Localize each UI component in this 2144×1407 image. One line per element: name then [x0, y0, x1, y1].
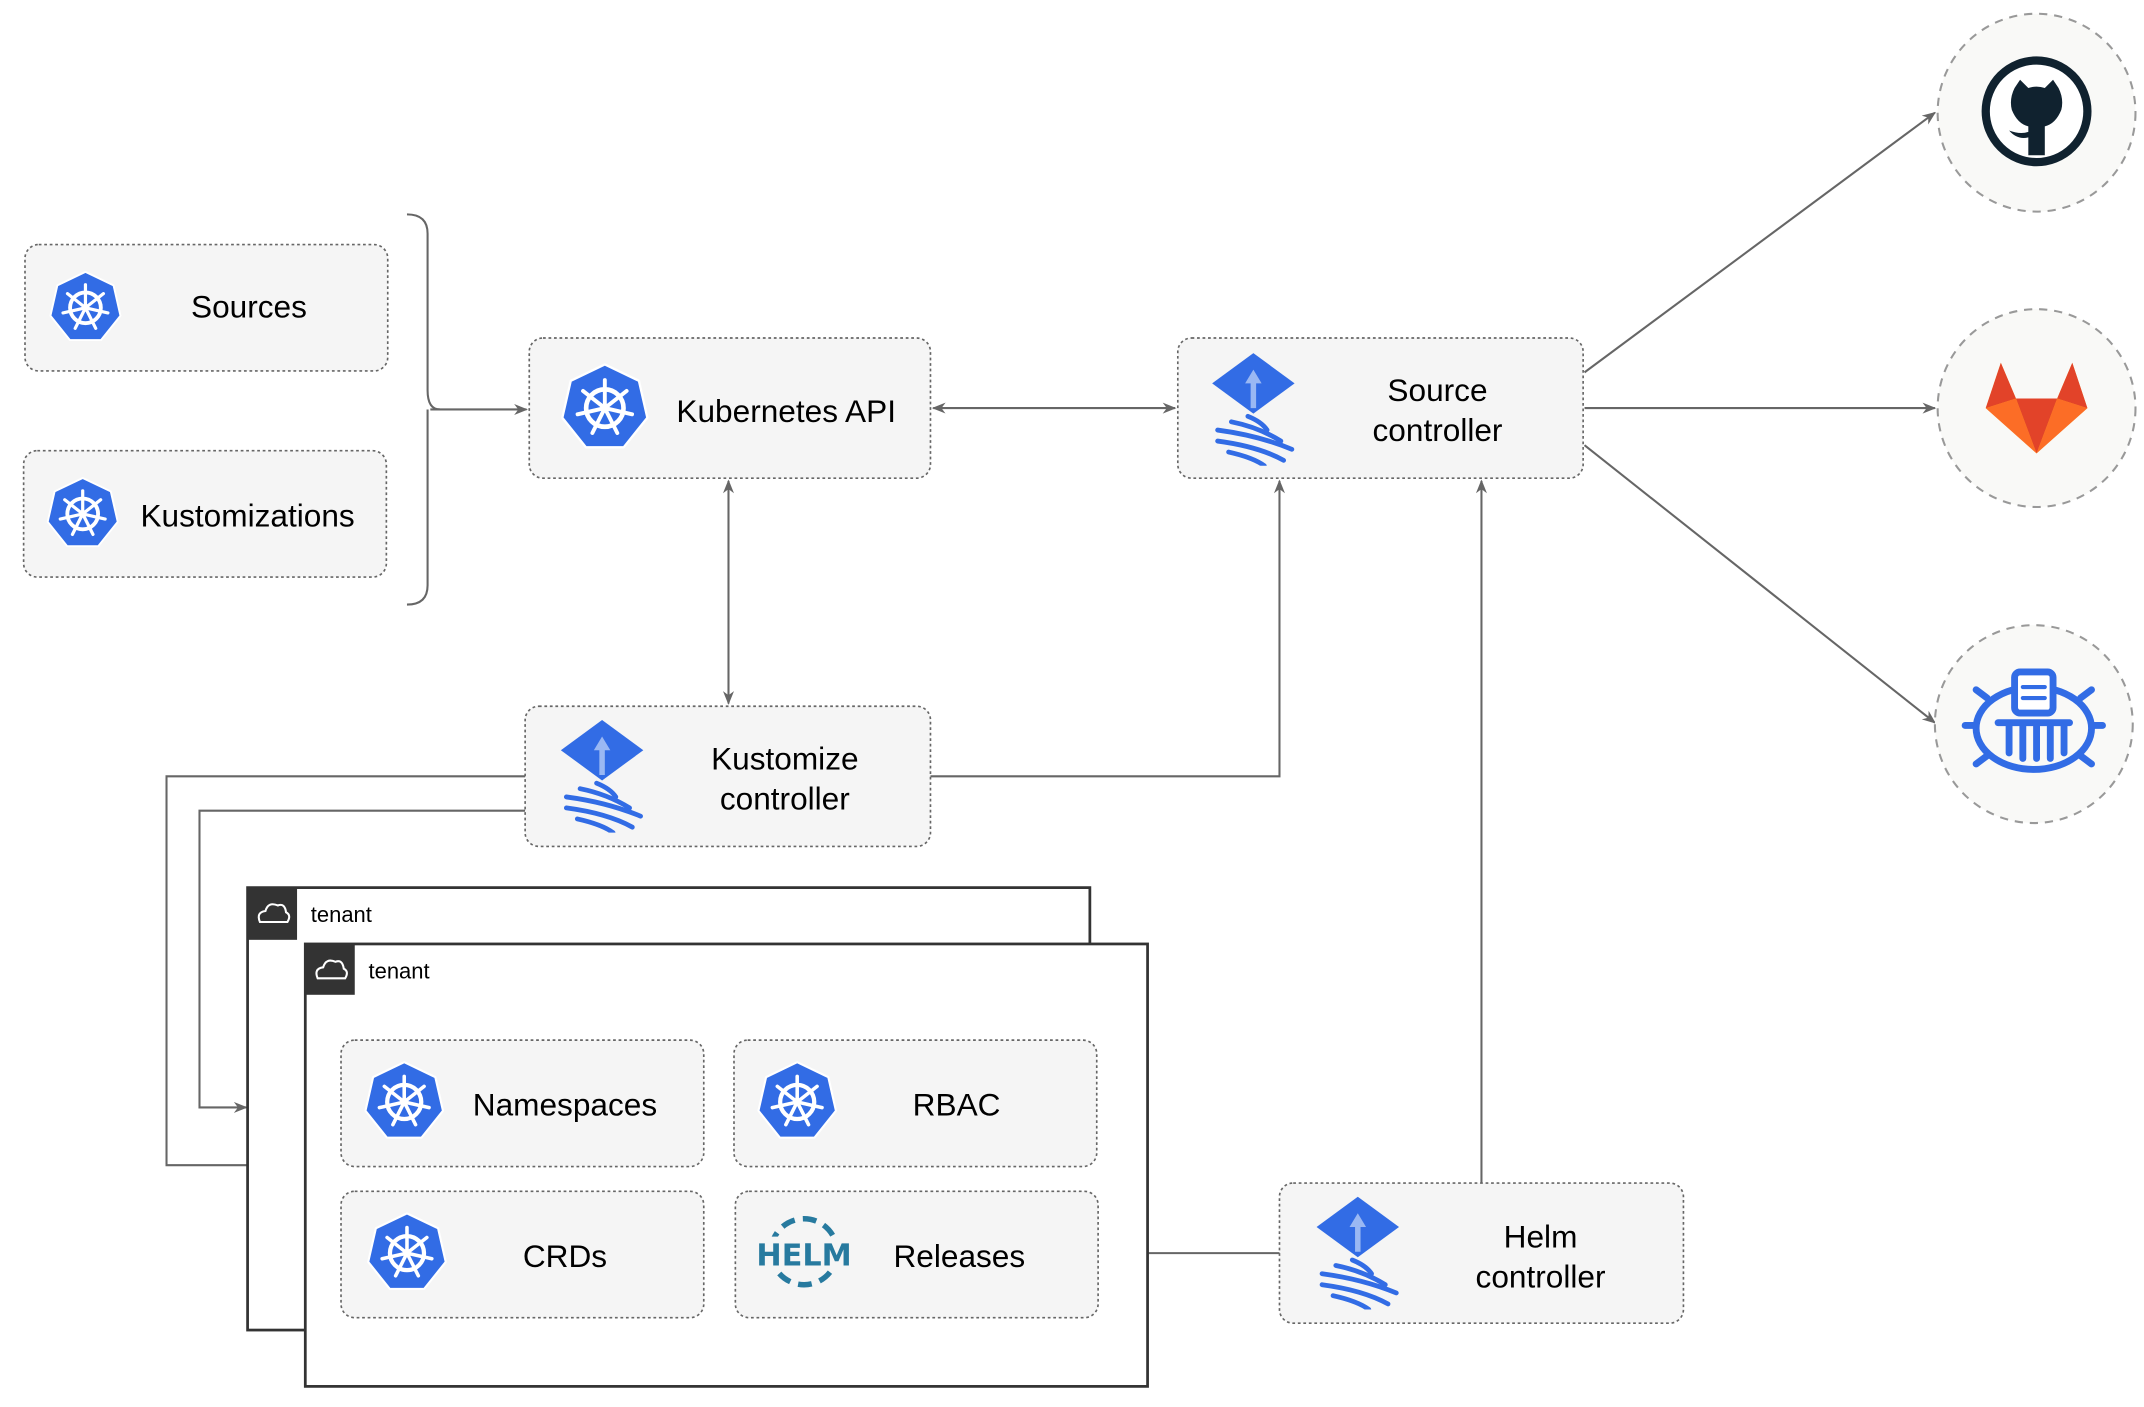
source-controller-label-line1: Source [1387, 372, 1487, 408]
kustomizations-node[interactable]: Kustomizations [22, 449, 388, 578]
releases-node[interactable]: HELM Releases [734, 1190, 1099, 1319]
helm-controller-label-line2: controller [1476, 1258, 1606, 1294]
releases-label: Releases [893, 1238, 1025, 1274]
crds-label: CRDs [523, 1238, 607, 1274]
kustomize-controller-label-line1: Kustomize [711, 740, 858, 776]
sources-node[interactable]: Sources [24, 243, 389, 372]
github-icon [1981, 56, 2092, 167]
arrow-kustomize-to-source [930, 479, 1285, 778]
source-controller-label-line2: controller [1373, 412, 1503, 448]
arrow-kustomize-to-tenant-back [198, 809, 526, 1113]
arrow-source-to-github [1583, 111, 1936, 374]
kustomize-controller-node[interactable]: Kustomize controller [524, 705, 932, 848]
grouping-brace [406, 213, 441, 606]
tenant-header-badge [305, 943, 355, 995]
helm-controller-node[interactable]: Helm controller [1278, 1182, 1685, 1325]
kustomize-controller-label-line2: controller [720, 780, 850, 816]
cloud-icon [315, 959, 348, 980]
svg-text:HELM: HELM [756, 1238, 851, 1273]
tenant-label: tenant [311, 902, 372, 927]
crds-node[interactable]: CRDs [340, 1190, 705, 1319]
arrow-source-to-bucket [1583, 444, 1936, 724]
bucket-source[interactable] [1933, 624, 2134, 825]
kubernetes-api-label: Kubernetes API [676, 393, 896, 429]
gitlab-icon [1985, 362, 2088, 454]
helm-controller-label-line1: Helm [1504, 1219, 1578, 1255]
kustomizations-label: Kustomizations [140, 497, 354, 533]
cloud-icon [257, 903, 291, 924]
sources-label: Sources [191, 288, 307, 324]
namespaces-label: Namespaces [473, 1087, 657, 1123]
source-controller-node[interactable]: Source controller [1176, 337, 1584, 479]
rbac-node[interactable]: RBAC [733, 1039, 1098, 1168]
kubernetes-api-node[interactable]: Kubernetes API [528, 337, 932, 479]
helm-icon: HELM [755, 1216, 853, 1288]
tenant-header-badge [247, 887, 298, 940]
rbac-label: RBAC [913, 1087, 1001, 1123]
gitlab-source[interactable] [1936, 308, 2137, 509]
github-source[interactable] [1936, 12, 2137, 213]
tenant-label: tenant [369, 958, 430, 983]
namespaces-node[interactable]: Namespaces [340, 1039, 705, 1168]
bucket-icon [1961, 668, 2106, 773]
arrow-kustomize-to-tenant-front [165, 775, 526, 1171]
